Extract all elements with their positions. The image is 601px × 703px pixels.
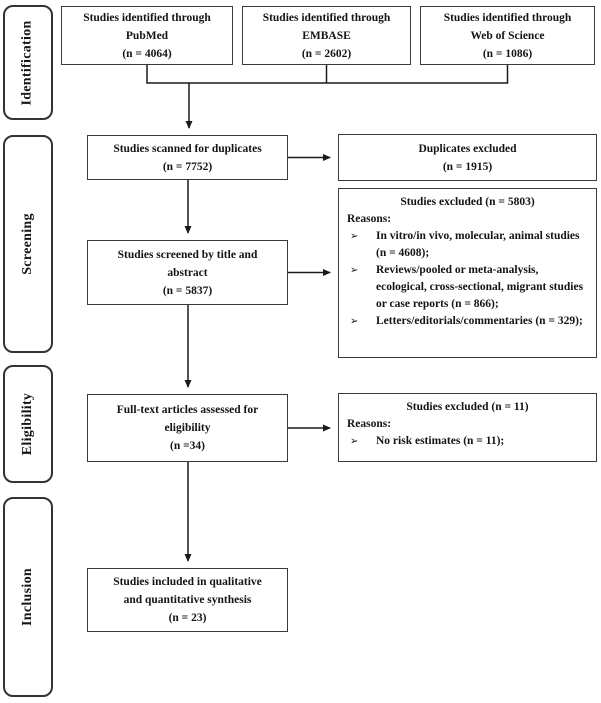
bullet-arrow-icon: ➢ [350, 316, 359, 327]
stage-label: Inclusion [20, 568, 36, 626]
stage-identification: Identification [3, 5, 53, 120]
box-line: (n = 2602) [301, 47, 352, 60]
box-line: (n = 23) [168, 612, 207, 624]
box-line: Studies screened by title and [117, 248, 258, 261]
flow-box-scanned-duplicates: Studies scanned for duplicates (n = 7752… [87, 135, 288, 180]
exclusion-box-eligibility: Studies excluded (n = 11) Reasons: ➢ No … [338, 393, 597, 462]
reason-item: ➢ Letters/editorials/commentaries (n = 3… [347, 313, 588, 330]
box-line: abstract [167, 266, 208, 279]
box-line: PubMed [125, 29, 169, 42]
reason-item: ➢ No risk estimates (n = 11); [347, 433, 588, 450]
reason-text: Reviews/pooled or meta-analysis, ecologi… [376, 264, 584, 310]
box-line: Studies included in qualitative [113, 576, 262, 588]
reason-text: In vitro/in vivo, molecular, animal stud… [376, 230, 580, 259]
bullet-arrow-icon: ➢ [350, 265, 359, 276]
box-line: Studies identified through [443, 11, 572, 24]
source-box-web-of-science: Studies identified through Web of Scienc… [420, 6, 595, 65]
bullet-arrow-icon: ➢ [350, 436, 359, 447]
stage-label: Screening [20, 213, 35, 275]
stage-eligibility: Eligibility [3, 365, 53, 483]
source-box-embase: Studies identified through EMBASE (n = 2… [242, 6, 411, 65]
stage-label: Eligibility [20, 392, 35, 456]
reasons-label: Reasons: [347, 213, 392, 225]
box-line: Studies scanned for duplicates [113, 142, 262, 155]
box-line: and quantitative synthesis [123, 594, 252, 606]
box-line: (n =34) [170, 440, 205, 452]
box-line: Full-text articles assessed for [116, 404, 259, 416]
box-line: Studies identified through [83, 11, 211, 24]
source-box-pubmed: Studies identified through PubMed (n = 4… [61, 6, 233, 65]
exclusion-title: Studies excluded (n = 11) [406, 401, 529, 413]
box-line: Studies identified through [262, 11, 391, 24]
exclusion-title: Studies excluded (n = 5803) [400, 196, 535, 208]
stage-label: Identification [20, 19, 35, 106]
box-line: Duplicates excluded [418, 142, 517, 155]
exclusion-box-duplicates: Duplicates excluded (n = 1915) [338, 134, 597, 181]
reasons-label: Reasons: [347, 418, 392, 430]
bullet-arrow-icon: ➢ [350, 231, 359, 242]
box-line: (n = 1915) [442, 160, 493, 173]
exclusion-box-screening: Studies excluded (n = 5803) Reasons: ➢ I… [338, 188, 597, 358]
stage-screening: Screening [3, 135, 53, 353]
flow-box-fulltext-assessed: Full-text articles assessed for eligibil… [87, 394, 288, 462]
box-line: (n = 7752) [162, 160, 213, 173]
reason-text: No risk estimates (n = 11); [376, 435, 505, 447]
reason-item: ➢ Reviews/pooled or meta-analysis, ecolo… [347, 262, 588, 313]
flow-box-screened-title-abstract: Studies screened by title and abstract (… [87, 240, 288, 305]
box-line: (n = 1086) [482, 47, 533, 60]
box-line: (n = 5837) [162, 284, 213, 297]
flow-box-included-synthesis: Studies included in qualitative and quan… [87, 568, 288, 632]
stage-inclusion: Inclusion [3, 497, 53, 697]
box-line: Web of Science [470, 29, 545, 42]
reason-text: Letters/editorials/commentaries (n = 329… [376, 315, 583, 327]
box-line: eligibility [164, 422, 211, 434]
box-line: EMBASE [302, 29, 351, 42]
box-line: (n = 4064) [122, 47, 172, 60]
reason-item: ➢ In vitro/in vivo, molecular, animal st… [347, 228, 588, 262]
